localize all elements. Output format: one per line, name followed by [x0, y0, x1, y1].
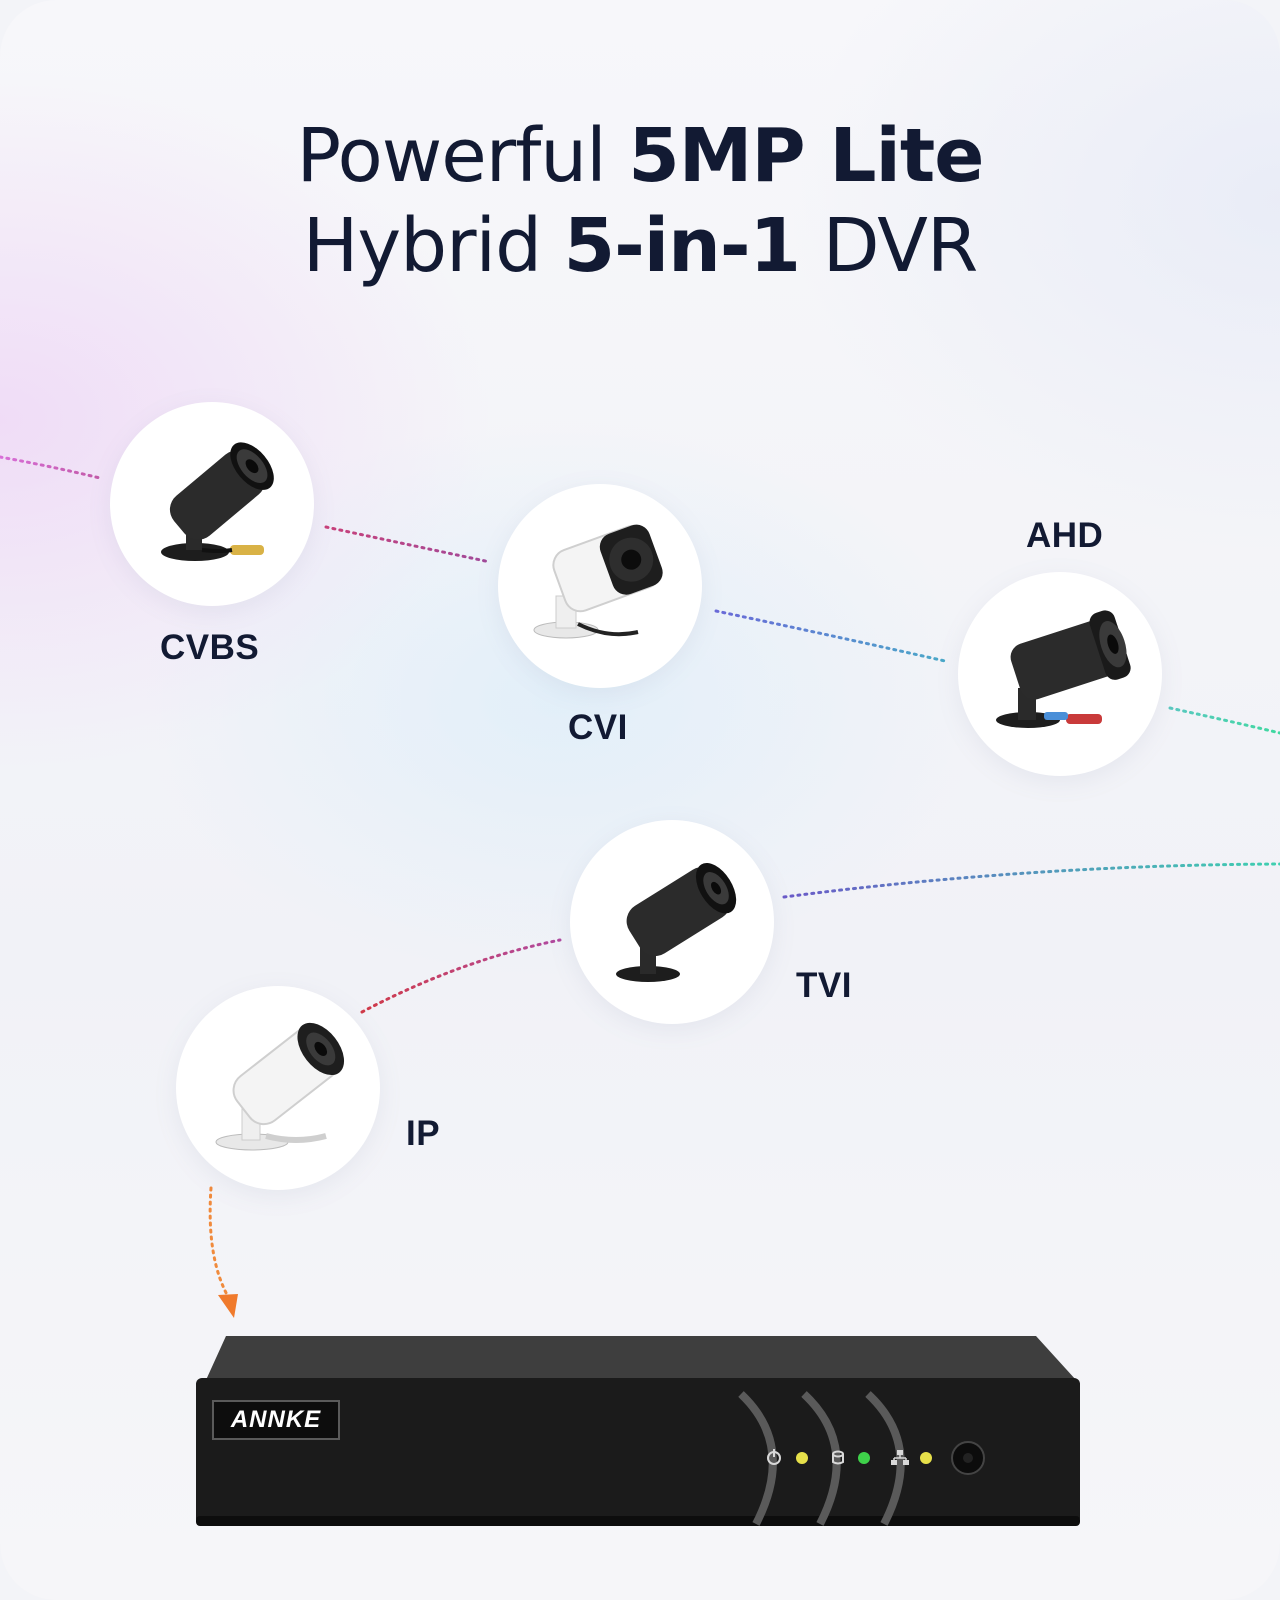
- headline-bold-text: 5MP Lite: [628, 113, 984, 199]
- black-bullet-camera-icon: [161, 442, 274, 561]
- black-bullet-camera-icon: [616, 862, 737, 982]
- camera-label-ahd: AHD: [1026, 516, 1104, 555]
- power-led: [796, 1452, 808, 1464]
- hdd-icon: [832, 1450, 844, 1465]
- headline-text: DVR: [800, 203, 979, 289]
- black-bullet-camera-icon: [996, 610, 1131, 728]
- headline-bold-text: 5-in-1: [563, 203, 801, 289]
- camera-ahd: [958, 572, 1162, 776]
- camera-ip: [176, 986, 380, 1190]
- network-icon: [891, 1450, 909, 1465]
- camera-label-ip: IP: [406, 1114, 441, 1153]
- camera-cvi: [498, 484, 702, 688]
- headline-line-1: Powerful 5MP Lite: [0, 110, 1280, 202]
- camera-cvbs: [110, 402, 314, 606]
- camera-label-cvi: CVI: [568, 708, 628, 747]
- arrow-down-icon: [218, 1294, 238, 1318]
- white-bullet-camera-icon: [215, 1022, 345, 1151]
- headline-text: Hybrid: [302, 203, 564, 289]
- hdd-led: [858, 1452, 870, 1464]
- camera-label-cvbs: CVBS: [160, 628, 260, 667]
- headline-line-2: Hybrid 5-in-1 DVR: [0, 200, 1280, 292]
- white-bullet-camera-icon: [533, 524, 663, 639]
- dvr-recorder: [196, 1336, 1080, 1532]
- camera-tvi: [570, 820, 774, 1024]
- network-led: [920, 1452, 932, 1464]
- power-icon: [767, 1449, 781, 1465]
- headline-text: Powerful: [296, 113, 629, 199]
- dvr-indicator-panel: [767, 1449, 932, 1465]
- camera-label-tvi: TVI: [796, 966, 852, 1005]
- annke-logo: ANNKE: [212, 1400, 340, 1440]
